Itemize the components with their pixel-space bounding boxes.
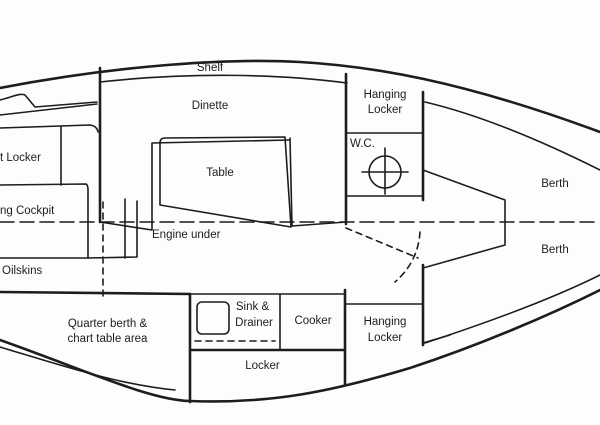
door-swing bbox=[345, 227, 419, 259]
label-cooker: Cooker bbox=[294, 315, 332, 327]
label-sink-1: Sink & bbox=[235, 301, 270, 313]
label-engine: Engine under bbox=[152, 229, 221, 241]
coaming-line bbox=[0, 93, 98, 108]
cockpit-locker-outline bbox=[0, 124, 99, 133]
label-hanging-fwd-1: Hanging bbox=[363, 89, 407, 101]
fwd-berth-line-top bbox=[424, 101, 600, 171]
label-hanging-fwd-2: Locker bbox=[367, 104, 403, 116]
companionway bbox=[99, 139, 291, 231]
label-sink-2: Drainer bbox=[235, 317, 273, 329]
label-wc: W.C. bbox=[350, 138, 375, 150]
label-shelf: Shelf bbox=[196, 62, 224, 74]
dinette-bulkhead bbox=[289, 137, 347, 227]
vberth-outline bbox=[422, 169, 506, 269]
step-2 bbox=[87, 200, 138, 259]
label-berth-lower: Berth bbox=[541, 244, 569, 256]
label-quarter-berth-1: Quarter berth & bbox=[67, 318, 148, 330]
sink-icon bbox=[196, 301, 230, 335]
label-table: Table bbox=[206, 167, 234, 179]
label-hanging-aft-2: Locker bbox=[367, 332, 403, 344]
quarter-berth-top bbox=[0, 290, 192, 296]
label-cockpit-locker: t Locker bbox=[0, 152, 41, 164]
label-hanging-aft-1: Hanging bbox=[363, 316, 407, 328]
quarter-berth-inner bbox=[0, 346, 176, 391]
label-galley-locker: Locker bbox=[245, 360, 280, 372]
label-dinette: Dinette bbox=[191, 100, 229, 112]
label-berth-upper: Berth bbox=[541, 178, 569, 190]
hull-outline-bottom bbox=[0, 288, 600, 403]
fwd-bunk-line bbox=[422, 334, 451, 344]
label-cockpit: ng Cockpit bbox=[0, 205, 55, 217]
fwd-berth-line-bottom bbox=[424, 274, 600, 344]
hull-outline-top bbox=[0, 59, 600, 134]
shelf-line bbox=[99, 74, 348, 84]
label-oilskins: Oilskins bbox=[2, 265, 43, 277]
cockpit-outline bbox=[0, 183, 89, 259]
wc-toilet-icon bbox=[361, 147, 409, 195]
label-quarter-berth-2: chart table area bbox=[67, 333, 148, 345]
dinette-seat bbox=[159, 136, 292, 228]
door-arc bbox=[394, 231, 421, 283]
coaming-line-2 bbox=[0, 103, 98, 116]
